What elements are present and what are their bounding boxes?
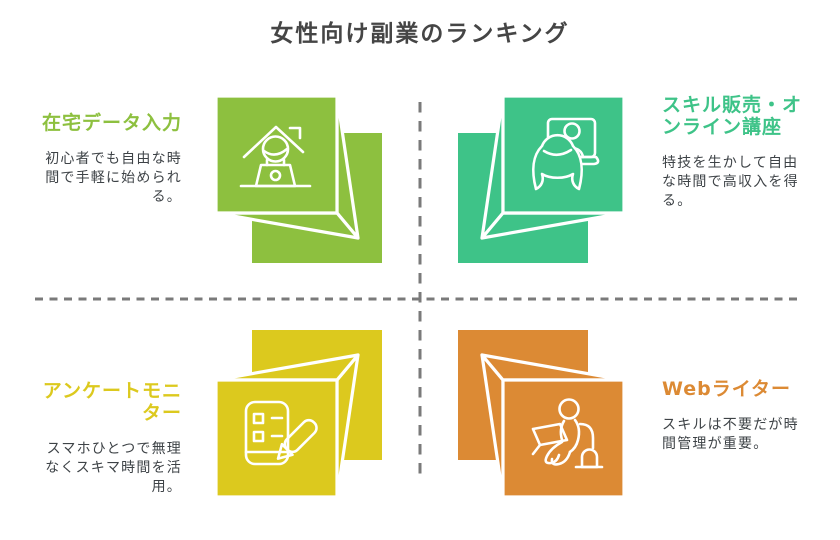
survey-pencil-icon [244,400,318,466]
writer-laptop-icon [531,398,604,469]
quadrant-description: スマホひとつで無理なくスキマ時間を活用。 [45,441,182,495]
quadrant-description: スキルは不要だが時間管理が重要。 [662,417,799,452]
quadrant-description: 特技を生かして自由な時間で高収入を得る。 [662,155,799,209]
page-title: 女性向け副業のランキング [270,21,570,47]
quadrant-web-writer-text: Webライター スキルは不要だが時間管理が重要。 [662,378,812,454]
quadrant-heading: アンケートモニター [42,380,182,424]
quadrant-heading: Webライター [662,378,792,400]
cube-survey-monitor [214,330,382,499]
quadrant-heading: 在宅データ入力 [41,112,182,134]
quadrant-home-data-entry-text: 在宅データ入力 初心者でも自由な時間で手軽に始められる。 [32,112,182,207]
home-worker-icon [239,125,312,188]
cube-skill-online-course [458,94,626,263]
quadrant-description: 初心者でも自由な時間で手軽に始められる。 [45,151,182,205]
quadrant-survey-monitor-text: アンケートモニター スマホひとつで無理なくスキマ時間を活用。 [32,380,182,497]
quadrant-skill-online-course-text: スキル販売・オンライン講座 特技を生かして自由な時間で高収入を得る。 [662,94,812,211]
online-course-icon [532,117,600,191]
quadrant-heading: スキル販売・オンライン講座 [662,94,803,138]
